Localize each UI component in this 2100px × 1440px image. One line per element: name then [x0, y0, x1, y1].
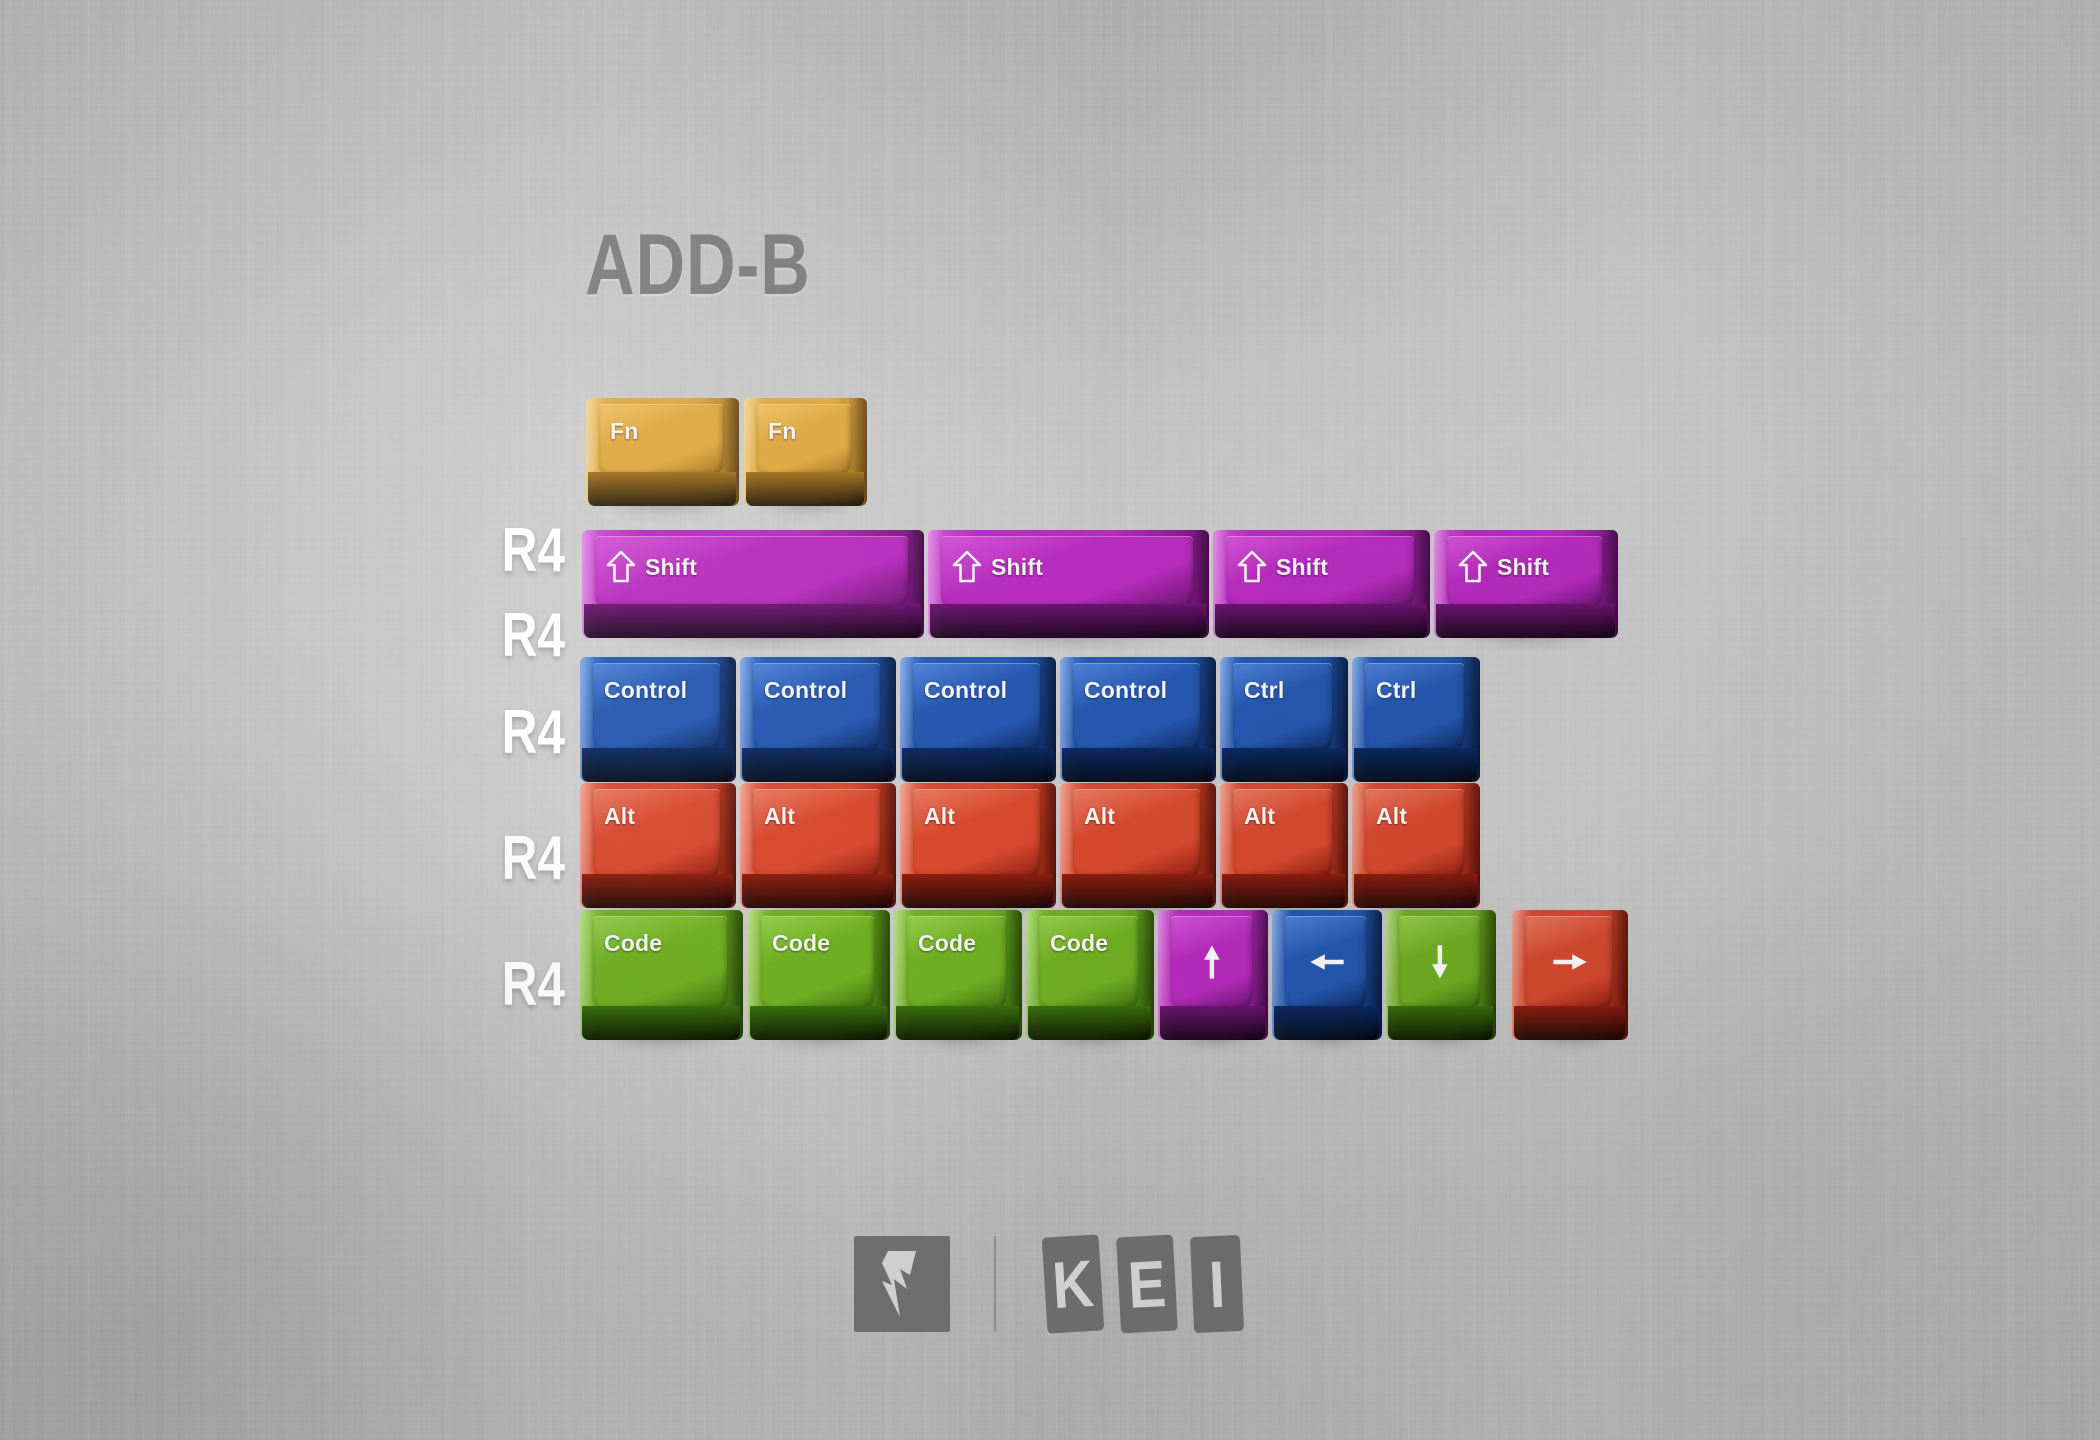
keycap-arrow-down[interactable] [1386, 910, 1496, 1050]
keycap-alt[interactable]: Alt [1220, 783, 1348, 918]
keycap-top-surface [1073, 663, 1200, 752]
row-label-r4: R4 [501, 824, 565, 893]
keycap-top-surface [1285, 916, 1366, 1010]
row-label-r1: R4 [501, 516, 565, 585]
keycap-body [1060, 783, 1216, 908]
keycap-top-surface [1233, 789, 1332, 878]
logo-divider [994, 1236, 996, 1332]
keycap-body [1060, 657, 1216, 782]
keycap-top-surface [1447, 536, 1602, 608]
keycap-body [740, 783, 896, 908]
keycap-body [1272, 910, 1382, 1040]
page-title: ADD-B [585, 217, 811, 313]
keycap-body [1386, 910, 1496, 1040]
keycap-ctrl[interactable]: Ctrl [1220, 657, 1348, 792]
keycap-code[interactable]: Code [580, 910, 743, 1050]
keycap-top-surface [757, 404, 851, 476]
footer-branding: K E I [0, 1234, 2100, 1334]
brand-wordmark: K E I [1040, 1234, 1246, 1334]
keycap-top-surface [593, 663, 720, 752]
keycap-body [900, 657, 1056, 782]
keycap-top-surface [1073, 789, 1200, 878]
keycap-fn[interactable]: Fn [744, 398, 867, 516]
keycap-body [582, 530, 924, 638]
keycap-top-surface [913, 663, 1040, 752]
keycap-code[interactable]: Code [1026, 910, 1154, 1050]
keycap-arrow-left[interactable] [1272, 910, 1382, 1050]
brand-letter-i: I [1189, 1234, 1245, 1334]
lightning-bolt-icon [854, 1236, 950, 1332]
keycap-top-surface [1399, 916, 1480, 1010]
keycap-body [1220, 657, 1348, 782]
keycap-top-surface [907, 916, 1006, 1010]
keycap-shift[interactable]: Shift [582, 530, 924, 648]
keycap-body [894, 910, 1022, 1040]
keycap-control[interactable]: Control [740, 657, 896, 792]
keycap-top-surface [593, 789, 720, 878]
keycap-body [1220, 783, 1348, 908]
keycap-body [1434, 530, 1618, 638]
keycap-body [580, 783, 736, 908]
keycap-top-surface [753, 789, 880, 878]
keycap-top-surface [1525, 916, 1612, 1010]
keycap-shift[interactable]: Shift [1434, 530, 1618, 648]
keycap-code[interactable]: Code [894, 910, 1022, 1050]
keycap-alt[interactable]: Alt [1060, 783, 1216, 918]
keycap-control[interactable]: Control [580, 657, 736, 792]
row-label-r2: R4 [501, 601, 565, 670]
keycap-top-surface [599, 404, 723, 476]
keycap-code[interactable]: Code [748, 910, 890, 1050]
row-label-r3: R4 [501, 698, 565, 767]
keycap-alt[interactable]: Alt [580, 783, 736, 918]
brand-letter-k: K [1041, 1234, 1105, 1334]
keycap-top-surface [1233, 663, 1332, 752]
keycap-arrow-up[interactable] [1158, 910, 1268, 1050]
keycap-body [1026, 910, 1154, 1040]
keycap-body [580, 910, 743, 1040]
keycap-top-surface [593, 916, 727, 1010]
keycap-body [748, 910, 890, 1040]
keycap-top-surface [753, 663, 880, 752]
keycap-body [1352, 783, 1480, 908]
keycap-control[interactable]: Control [1060, 657, 1216, 792]
keycap-top-surface [761, 916, 874, 1010]
keycap-control[interactable]: Control [900, 657, 1056, 792]
keycap-body [1352, 657, 1480, 782]
keycap-body [1213, 530, 1430, 638]
keycap-top-surface [1365, 789, 1464, 878]
keycap-body [580, 657, 736, 782]
brand-letter-e: E [1116, 1234, 1178, 1334]
keycap-top-surface [1226, 536, 1414, 608]
keycap-body [928, 530, 1209, 638]
keycap-body [900, 783, 1056, 908]
keycap-top-surface [1039, 916, 1138, 1010]
keycap-body [740, 657, 896, 782]
keycap-body [744, 398, 867, 506]
keycap-alt[interactable]: Alt [900, 783, 1056, 918]
keycap-top-surface [595, 536, 908, 608]
keycap-body [1512, 910, 1628, 1040]
keycap-body [586, 398, 739, 506]
keycap-top-surface [913, 789, 1040, 878]
keycap-shift[interactable]: Shift [1213, 530, 1430, 648]
row-label-r5: R4 [501, 950, 565, 1019]
keycap-alt[interactable]: Alt [740, 783, 896, 918]
keycap-arrow-right[interactable] [1512, 910, 1628, 1050]
keycap-top-surface [1365, 663, 1464, 752]
keycap-alt[interactable]: Alt [1352, 783, 1480, 918]
keycap-ctrl[interactable]: Ctrl [1352, 657, 1480, 792]
keycap-shift[interactable]: Shift [928, 530, 1209, 648]
keycap-top-surface [941, 536, 1193, 608]
keycap-top-surface [1171, 916, 1252, 1010]
keycap-body [1158, 910, 1268, 1040]
keycap-fn[interactable]: Fn [586, 398, 739, 516]
